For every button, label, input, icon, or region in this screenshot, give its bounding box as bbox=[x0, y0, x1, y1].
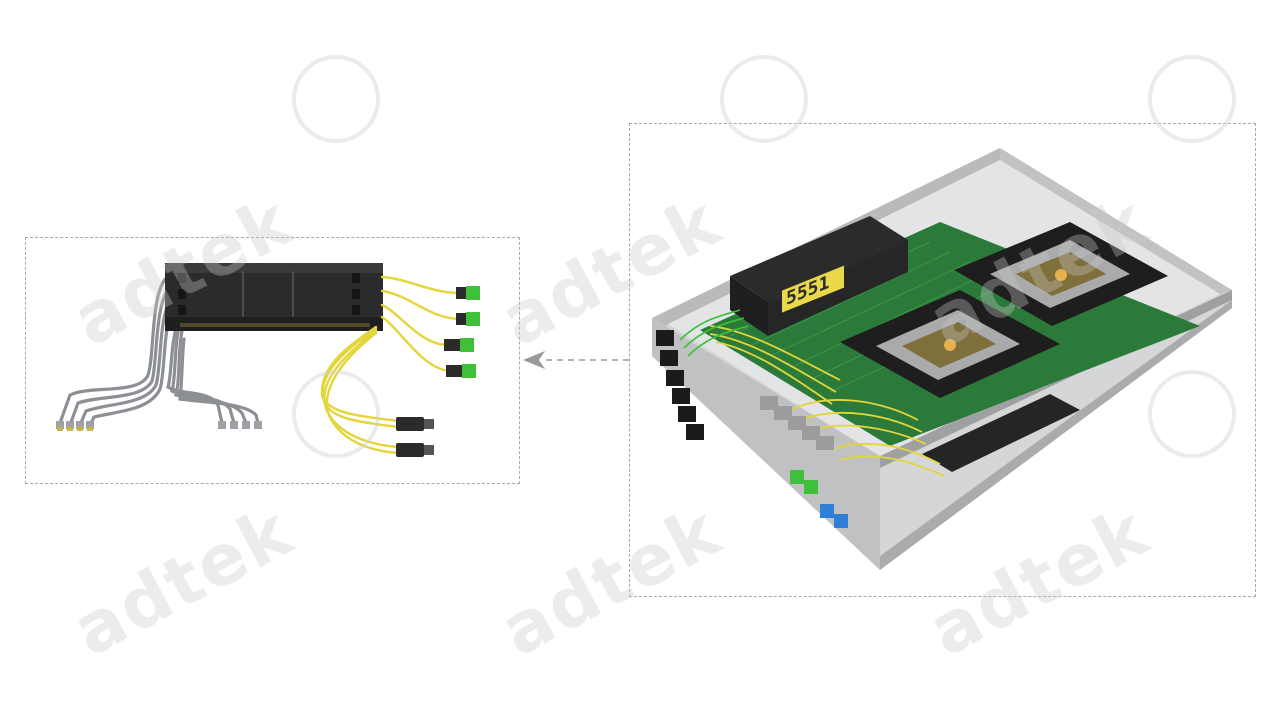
black-mpo-connectors bbox=[396, 417, 434, 457]
front-black-ports bbox=[656, 330, 704, 440]
ferrule-gold-ends bbox=[57, 427, 93, 431]
grey-ferrule-tips bbox=[56, 421, 262, 429]
asic-package-1 bbox=[840, 290, 1060, 398]
left-detail-frame bbox=[25, 237, 520, 484]
asic-package-2 bbox=[954, 222, 1168, 326]
watermark-logo-icon bbox=[292, 55, 380, 143]
watermark-text: adtek bbox=[60, 489, 306, 673]
right-detail-frame bbox=[629, 123, 1256, 597]
grey-fanout-cables bbox=[58, 273, 260, 427]
front-bracket bbox=[922, 394, 1080, 472]
front-green-adapters bbox=[790, 470, 818, 494]
front-blue-adapters bbox=[820, 504, 848, 528]
switch-chassis-cutaway: 5551 bbox=[652, 148, 1232, 570]
internal-green-fibers bbox=[679, 309, 749, 357]
optical-module: 5551 bbox=[730, 216, 908, 336]
front-grey-adapters bbox=[760, 396, 834, 450]
internal-yellow-fibers bbox=[709, 325, 945, 477]
callout-arrow bbox=[523, 351, 629, 369]
fiber-harness-assembly bbox=[56, 263, 480, 457]
yellow-fiber-cables bbox=[320, 275, 462, 455]
green-lc-connectors bbox=[444, 286, 480, 378]
harness-module-body bbox=[165, 263, 383, 331]
